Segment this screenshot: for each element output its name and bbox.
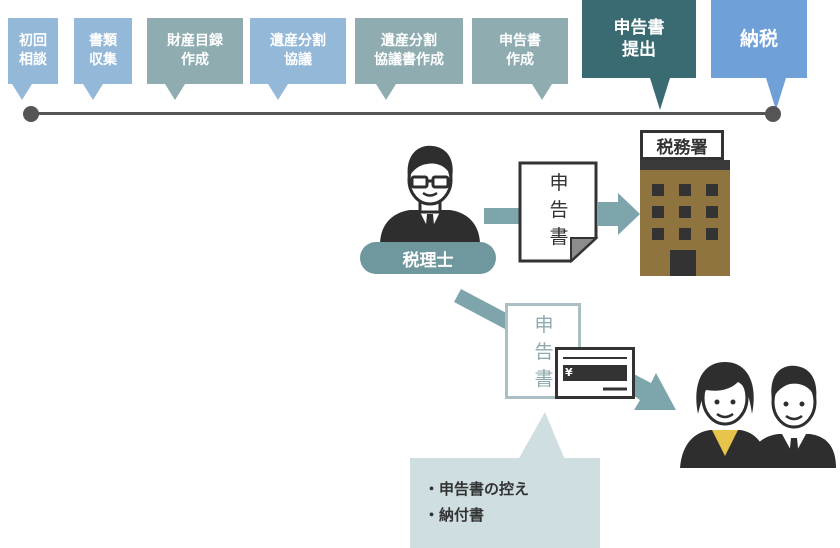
tax-return-document-text: 申 告 書: [549, 172, 569, 248]
step-pointer: [12, 84, 32, 100]
step-document-collection: 書類 収集: [74, 18, 132, 84]
tax-accountant-icon: [380, 145, 480, 245]
step-pointer: [165, 84, 185, 100]
step-return-preparation: 申告書 作成: [472, 18, 568, 84]
tax-accountant-label: 税理士: [402, 250, 454, 271]
step-estate-division-agreement: 遺産分割 協議書作成: [355, 18, 463, 84]
timeline-line: [30, 112, 774, 115]
step-pointer: [268, 84, 288, 100]
heirs-icon: [680, 362, 836, 468]
yen-symbol: ¥: [565, 366, 573, 379]
arrow-to-heirs-icon: [623, 372, 676, 410]
arrow-to-copy: [454, 289, 512, 329]
step-pointer: [83, 84, 103, 100]
tax-return-document-icon: [518, 161, 599, 264]
payment-slip-icon: [555, 347, 635, 399]
callout-item-payment-slip: ・納付書: [424, 506, 485, 524]
step-pointer: [376, 84, 396, 100]
callout-box: ・申告書の控え ・納付書: [410, 458, 600, 548]
tax-accountant-badge: 税理士: [360, 242, 496, 274]
step-pointer: [532, 84, 552, 100]
arrow-to-document: [484, 208, 522, 224]
step-initial-consultation: 初回 相談: [8, 18, 58, 84]
arrow-to-tax-office-icon: [598, 193, 640, 235]
tax-office-signboard: 税務署: [640, 130, 724, 160]
tax-office-label: 税務署: [656, 137, 708, 158]
step-tax-payment: 納税: [711, 0, 807, 78]
tax-return-copy-text: 申 告 書: [534, 314, 554, 390]
step-pointer: [650, 78, 670, 110]
timeline-start-dot: [23, 106, 39, 122]
step-pointer: [766, 78, 786, 110]
step-asset-inventory: 財産目録 作成: [147, 18, 243, 84]
step-estate-division-discussion: 遺産分割 協議: [250, 18, 346, 84]
step-return-submission: 申告書 提出: [582, 0, 696, 78]
timeline-end-dot: [765, 106, 781, 122]
tax-office-building-icon: [640, 160, 730, 276]
callout-item-return-copy: ・申告書の控え: [424, 480, 530, 498]
